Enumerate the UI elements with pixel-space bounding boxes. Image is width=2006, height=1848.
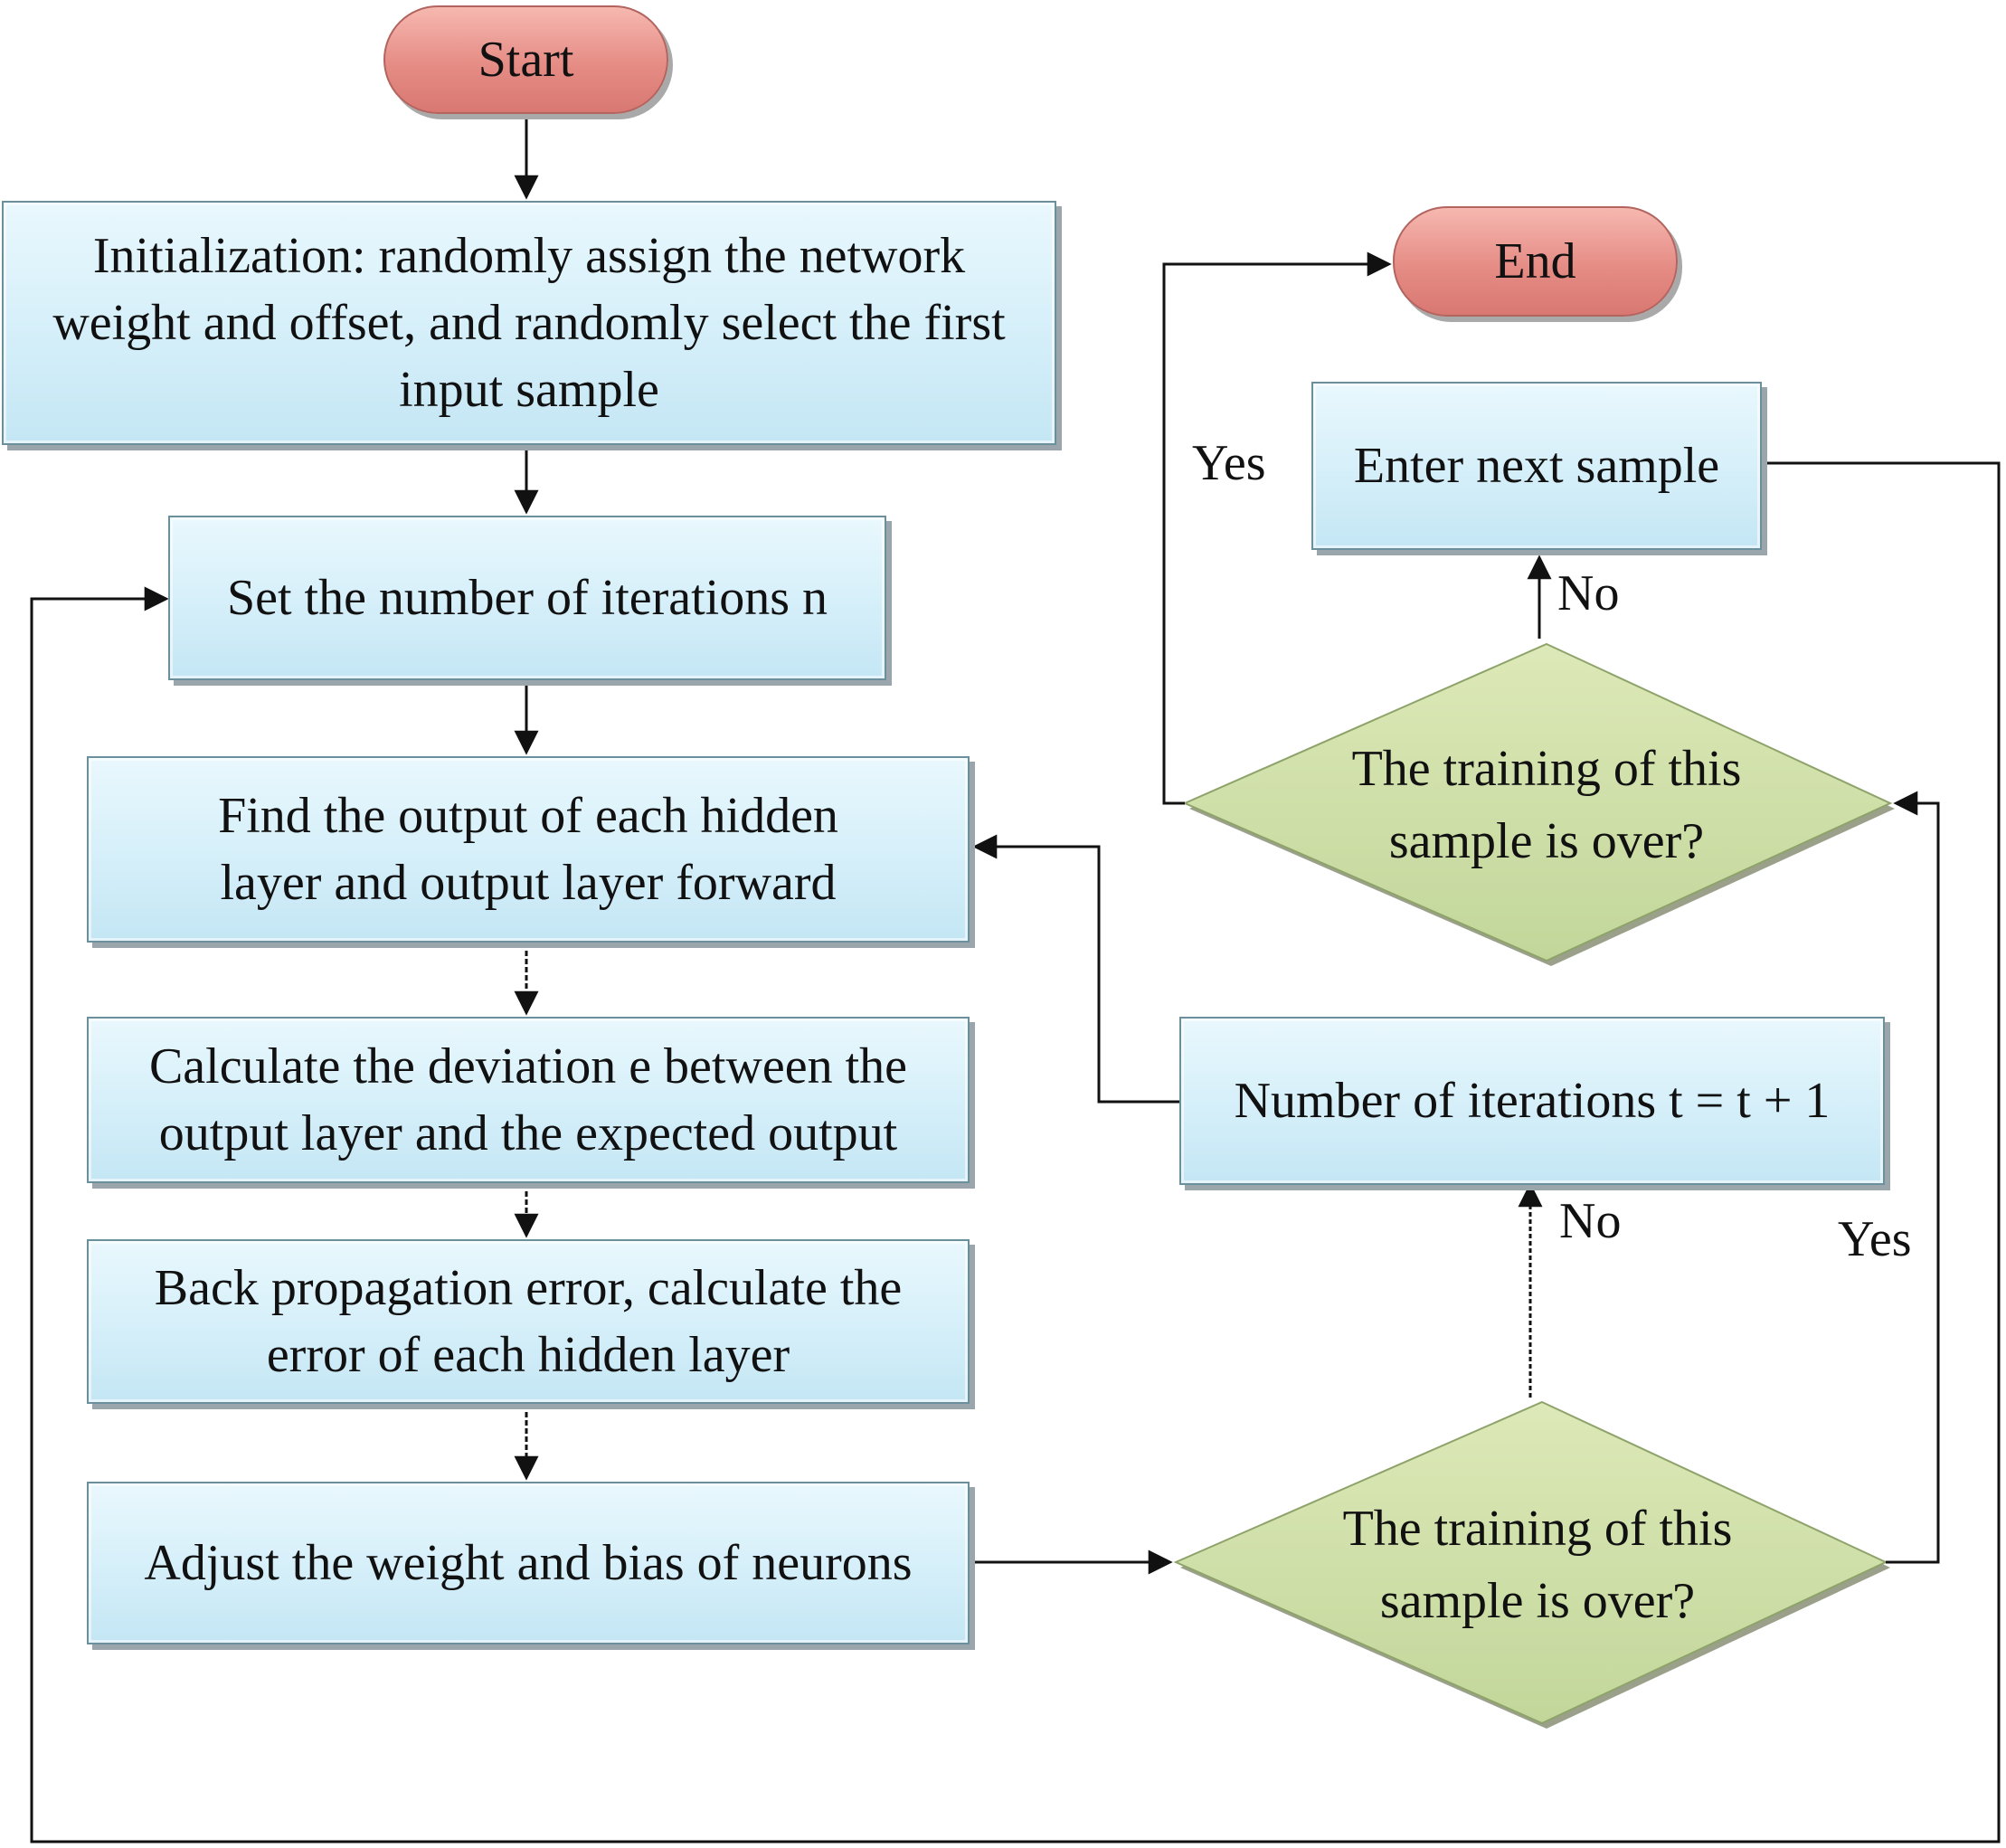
init-box: Initialization: randomly assign the netw… [2,201,1056,445]
decision-bottom-text: The training of this sample is over? [1342,1501,1733,1629]
start-terminal: Start [383,5,668,114]
edge-next-set [30,461,2001,1843]
deviation-box: Calculate the deviation e between the ou… [87,1017,970,1183]
edge-increment-forward [972,834,1180,1104]
label-top-no: No [1557,565,1620,621]
adjust-box: Adjust the weight and bias of neurons [87,1482,970,1644]
decision-top-diamond [1182,642,1893,962]
label-bottom-yes: Yes [1838,1211,1912,1267]
edge-top-end [1162,251,1392,805]
edge-decision-bottom-top [1886,791,1940,1564]
set-iterations-box: Set the number of iterations n [168,516,886,680]
label-top-yes: Yes [1192,435,1266,491]
forward-box: Find the output of each hidden layer and… [87,756,970,943]
decision-top-text: The training of this sample is over? [1351,741,1742,869]
label-bottom-no: No [1559,1193,1622,1249]
decision-bottom-diamond [1173,1400,1888,1725]
increment-box: Number of iterations t = t + 1 [1179,1017,1885,1185]
backprop-box: Back propagation error, calculate the er… [87,1239,970,1404]
end-terminal: End [1393,206,1678,317]
next-sample-box: Enter next sample [1311,382,1762,550]
